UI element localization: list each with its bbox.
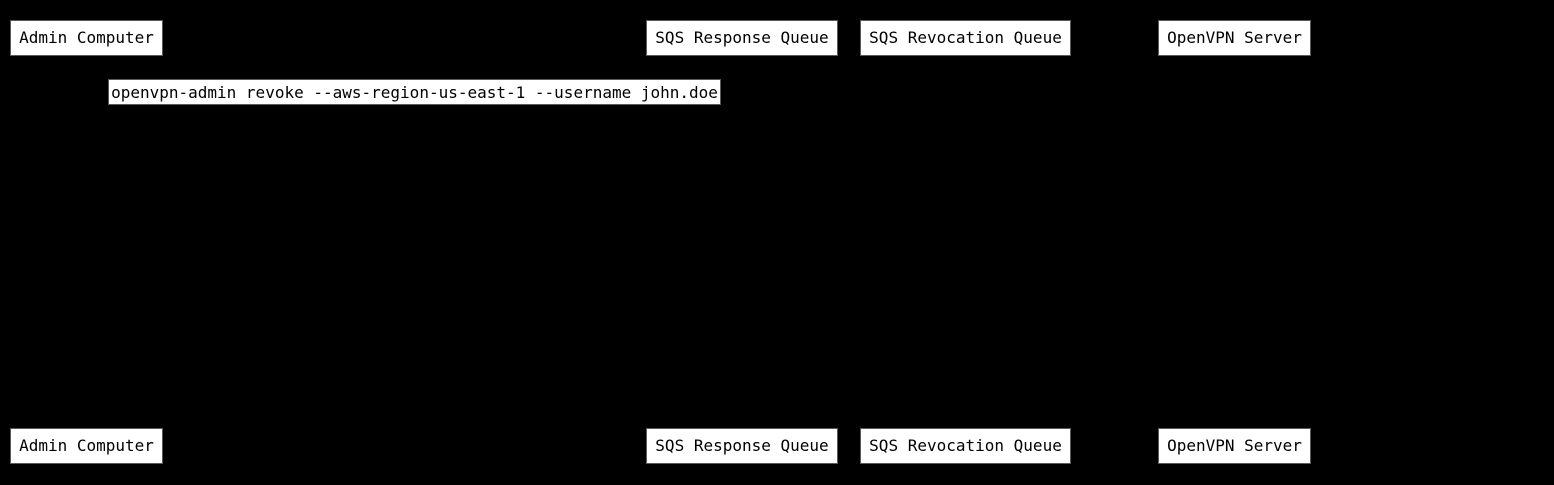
participant-top-sqs-response-queue: SQS Response Queue xyxy=(646,20,838,56)
participant-bottom-admin-computer: Admin Computer xyxy=(10,428,163,464)
participant-top-openvpn-server: OpenVPN Server xyxy=(1158,20,1311,56)
message-label: openvpn-admin revoke --aws-region-us-eas… xyxy=(108,79,721,105)
participant-bottom-sqs-revocation-queue: SQS Revocation Queue xyxy=(860,428,1071,464)
participant-bottom-sqs-response-queue: SQS Response Queue xyxy=(646,428,838,464)
participant-top-admin-computer: Admin Computer xyxy=(10,20,163,56)
participant-top-sqs-revocation-queue: SQS Revocation Queue xyxy=(860,20,1071,56)
participant-bottom-openvpn-server: OpenVPN Server xyxy=(1158,428,1311,464)
